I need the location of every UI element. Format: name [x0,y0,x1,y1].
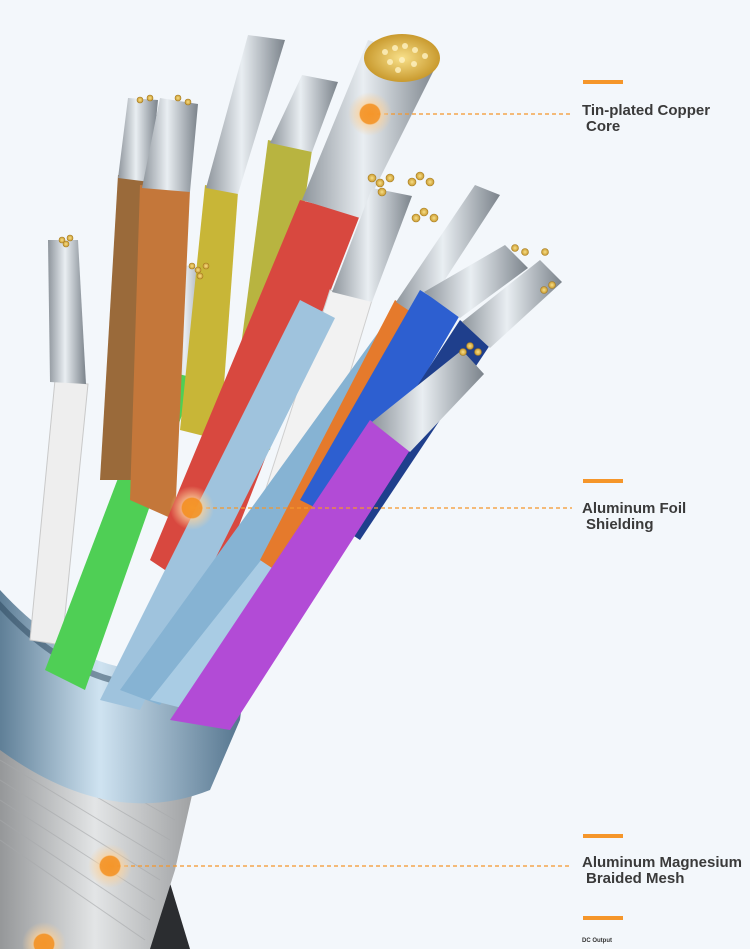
label-tin-plated-copper-core: Tin-plated Copper Core [582,103,710,135]
label-aluminum-magnesium-braided-mesh: Aluminum Magnesium Braided Mesh [582,855,750,887]
marker-jacket [22,922,66,949]
label-line-2: Core [586,118,621,135]
accent-bar-foil [583,479,623,483]
label-line-2: Braided Mesh [586,870,685,887]
accent-bar-core [583,80,623,84]
label-line-1: Aluminum Foil [582,500,687,517]
marker-mesh [88,844,132,888]
label-line-1: Tin-plated Copper [582,102,711,119]
accent-bar-output [583,916,623,920]
label-aluminum-foil-shielding: Aluminum Foil Shielding [582,501,686,533]
label-dc-output: DC Output [582,938,612,944]
marker-core [348,92,392,136]
label-line-1: Aluminum Magnesium [582,855,743,871]
purple-wire [170,420,410,730]
accent-bar-mesh [583,834,623,838]
white-wire [29,379,89,646]
marker-foil [170,486,214,530]
label-line-2: Shielding [586,516,654,533]
